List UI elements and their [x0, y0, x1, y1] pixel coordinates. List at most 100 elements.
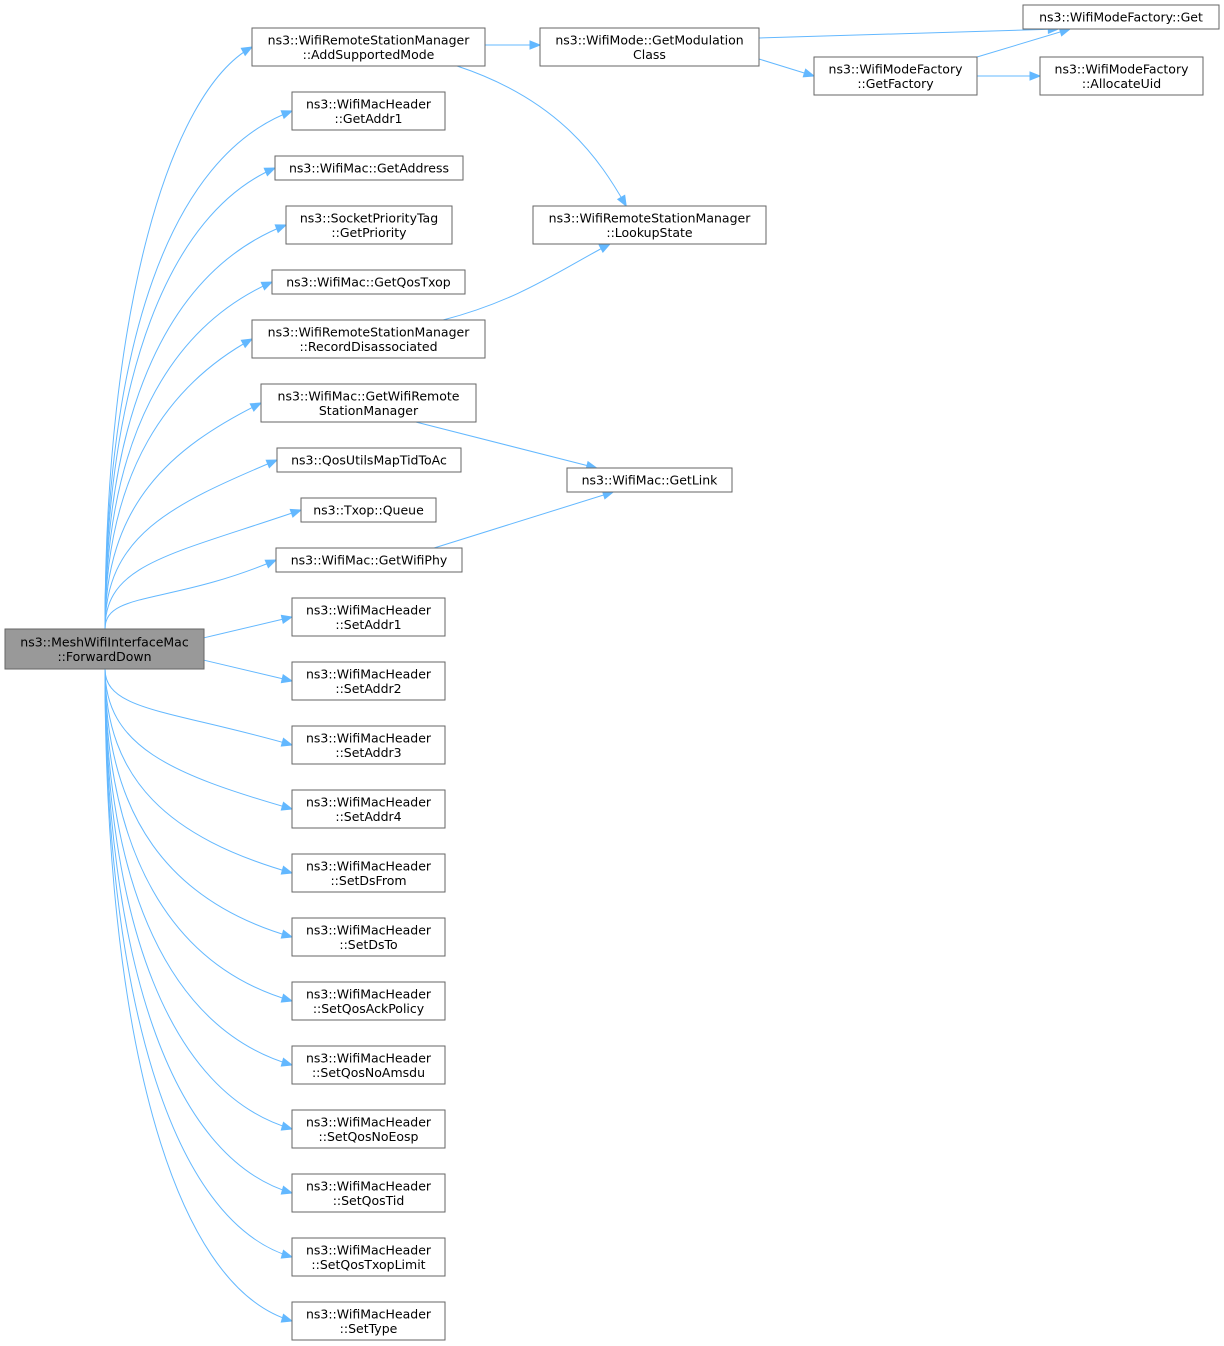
- node-box: [566, 467, 733, 493]
- node-box: [291, 917, 446, 957]
- node-add-supported-mode[interactable]: ns3::WifiRemoteStationManager::AddSuppor…: [251, 27, 486, 67]
- edge-line: [976, 28, 1071, 58]
- edge-line: [104, 509, 302, 630]
- edge-root-to-set-ds-from: [104, 668, 294, 875]
- node-set-qos-tid[interactable]: ns3::WifiMacHeader::SetQosTid: [291, 1173, 446, 1213]
- node-box: [276, 447, 462, 473]
- node-label-line: Class: [633, 47, 666, 62]
- edge-root-to-set-qos-txop-limit: [104, 668, 294, 1259]
- node-label-line: ns3::WifiMode::GetModulation: [555, 32, 743, 47]
- node-label-line: ns3::WifiModeFactory::Get: [1039, 10, 1203, 25]
- node-label-line: ns3::WifiMacHeader: [306, 1306, 432, 1321]
- edge-arrowhead: [802, 68, 816, 78]
- node-root[interactable]: ns3::MeshWifiInterfaceMac::ForwardDown: [4, 628, 205, 670]
- node-label-line: ::SetQosAckPolicy: [313, 1001, 425, 1016]
- edge-line: [758, 28, 1059, 39]
- node-label-line: ::SetAddr3: [335, 745, 401, 760]
- node-box: [532, 205, 767, 245]
- node-get-wifi-phy[interactable]: ns3::WifiMac::GetWifiPhy: [275, 547, 463, 573]
- node-label-line: ::GetFactory: [857, 76, 934, 91]
- edge-line: [104, 281, 273, 630]
- node-set-addr4[interactable]: ns3::WifiMacHeader::SetAddr4: [291, 789, 446, 829]
- node-label-line: ::LookupState: [606, 225, 693, 240]
- edge-arrowhead: [280, 929, 294, 939]
- edge-arrowhead: [264, 559, 278, 569]
- node-box: [271, 269, 466, 295]
- node-lookup-state[interactable]: ns3::WifiRemoteStationManager::LookupSta…: [532, 205, 767, 245]
- node-qos-utils-map-tid-to-ac[interactable]: ns3::QosUtilsMapTidToAc: [276, 447, 462, 473]
- node-label-line: ::SetDsTo: [339, 937, 397, 952]
- edge-arrowhead: [265, 459, 279, 469]
- node-label-line: ns3::WifiMacHeader: [306, 1178, 432, 1193]
- edge-get-factory-to-factory-get: [976, 27, 1072, 58]
- node-get-address[interactable]: ns3::WifiMac::GetAddress: [274, 155, 464, 181]
- node-get-addr1[interactable]: ns3::WifiMacHeader::GetAddr1: [291, 91, 446, 131]
- edge-root-to-set-addr4: [104, 668, 294, 811]
- node-set-ds-from[interactable]: ns3::WifiMacHeader::SetDsFrom: [291, 853, 446, 893]
- node-txop-queue[interactable]: ns3::Txop::Queue: [300, 497, 437, 523]
- edge-root-to-set-qos-no-eosp: [104, 668, 294, 1131]
- node-set-qos-no-amsdu[interactable]: ns3::WifiMacHeader::SetQosNoAmsdu: [291, 1045, 446, 1085]
- edge-arrowhead: [240, 46, 254, 57]
- node-box: [291, 1173, 446, 1213]
- edge-get-modulation-class-to-factory-get: [758, 24, 1060, 39]
- edge-arrowhead: [260, 281, 274, 291]
- edge-root-to-set-ds-to: [104, 668, 294, 939]
- edge-arrowhead: [280, 801, 294, 811]
- node-label-line: ::AddSupportedMode: [303, 47, 435, 62]
- edge-line: [104, 668, 293, 746]
- node-box: [4, 628, 205, 670]
- node-box: [291, 981, 446, 1021]
- node-label-line: ns3::QosUtilsMapTidToAc: [291, 453, 447, 468]
- node-label-line: ns3::WifiMac::GetAddress: [289, 161, 449, 176]
- node-label-line: ns3::WifiMac::GetWifiPhy: [291, 553, 448, 568]
- node-box: [251, 27, 486, 67]
- node-allocate-uid[interactable]: ns3::WifiModeFactory::AllocateUid: [1039, 56, 1204, 96]
- node-get-factory[interactable]: ns3::WifiModeFactory::GetFactory: [813, 56, 978, 96]
- edge-layer: [104, 24, 1072, 1323]
- node-set-qos-txop-limit[interactable]: ns3::WifiMacHeader::SetQosTxopLimit: [291, 1237, 446, 1277]
- edge-line: [104, 668, 293, 938]
- node-set-addr2[interactable]: ns3::WifiMacHeader::SetAddr2: [291, 661, 446, 701]
- edge-arrowhead: [598, 243, 612, 254]
- edge-add-supported-mode-to-get-modulation-class: [485, 40, 542, 50]
- edge-line: [104, 668, 293, 874]
- edge-line: [456, 65, 627, 207]
- node-label-line: ::SetQosTid: [333, 1193, 405, 1208]
- node-get-qos-txop[interactable]: ns3::WifiMac::GetQosTxop: [271, 269, 466, 295]
- edge-line: [442, 243, 611, 321]
- node-get-link[interactable]: ns3::WifiMac::GetLink: [566, 467, 733, 493]
- node-box: [813, 56, 978, 96]
- node-box: [274, 155, 464, 181]
- node-get-priority[interactable]: ns3::SocketPriorityTag::GetPriority: [285, 205, 453, 245]
- node-label-line: ns3::WifiModeFactory: [1055, 61, 1190, 76]
- node-label-line: ::SetQosNoEosp: [319, 1129, 419, 1144]
- edge-root-to-qos-utils-map-tid-to-ac: [104, 459, 279, 630]
- node-set-qos-no-eosp[interactable]: ns3::WifiMacHeader::SetQosNoEosp: [291, 1109, 446, 1149]
- node-label-line: ::ForwardDown: [57, 649, 151, 664]
- node-set-ds-to[interactable]: ns3::WifiMacHeader::SetDsTo: [291, 917, 446, 957]
- node-set-type[interactable]: ns3::WifiMacHeader::SetType: [291, 1301, 446, 1341]
- edge-arrowhead: [280, 1249, 294, 1259]
- node-label-line: ::SetDsFrom: [330, 873, 406, 888]
- node-get-wifi-remote-station-manager[interactable]: ns3::WifiMac::GetWifiRemoteStationManage…: [260, 383, 477, 423]
- node-set-addr3[interactable]: ns3::WifiMacHeader::SetAddr3: [291, 725, 446, 765]
- node-label-line: ns3::WifiMacHeader: [306, 858, 432, 873]
- node-set-addr1[interactable]: ns3::WifiMacHeader::SetAddr1: [291, 597, 446, 637]
- node-box: [1039, 56, 1204, 96]
- edge-line: [104, 224, 287, 630]
- node-label-line: ns3::WifiRemoteStationManager: [268, 324, 471, 339]
- node-factory-get[interactable]: ns3::WifiModeFactory::Get: [1022, 4, 1220, 30]
- edge-get-modulation-class-to-get-factory: [758, 58, 816, 78]
- node-box: [291, 1109, 446, 1149]
- node-set-qos-ack-policy[interactable]: ns3::WifiMacHeader::SetQosAckPolicy: [291, 981, 446, 1021]
- node-label-line: ::SetQosNoAmsdu: [312, 1065, 425, 1080]
- node-label-line: ::RecordDisassociated: [299, 339, 437, 354]
- node-record-disassociated[interactable]: ns3::WifiRemoteStationManager::RecordDis…: [251, 319, 486, 359]
- edge-arrowhead: [1029, 71, 1042, 81]
- edge-arrowhead: [280, 1185, 294, 1195]
- node-label-line: ns3::WifiMacHeader: [306, 1242, 432, 1257]
- edge-line: [104, 459, 278, 630]
- edge-line: [415, 421, 597, 469]
